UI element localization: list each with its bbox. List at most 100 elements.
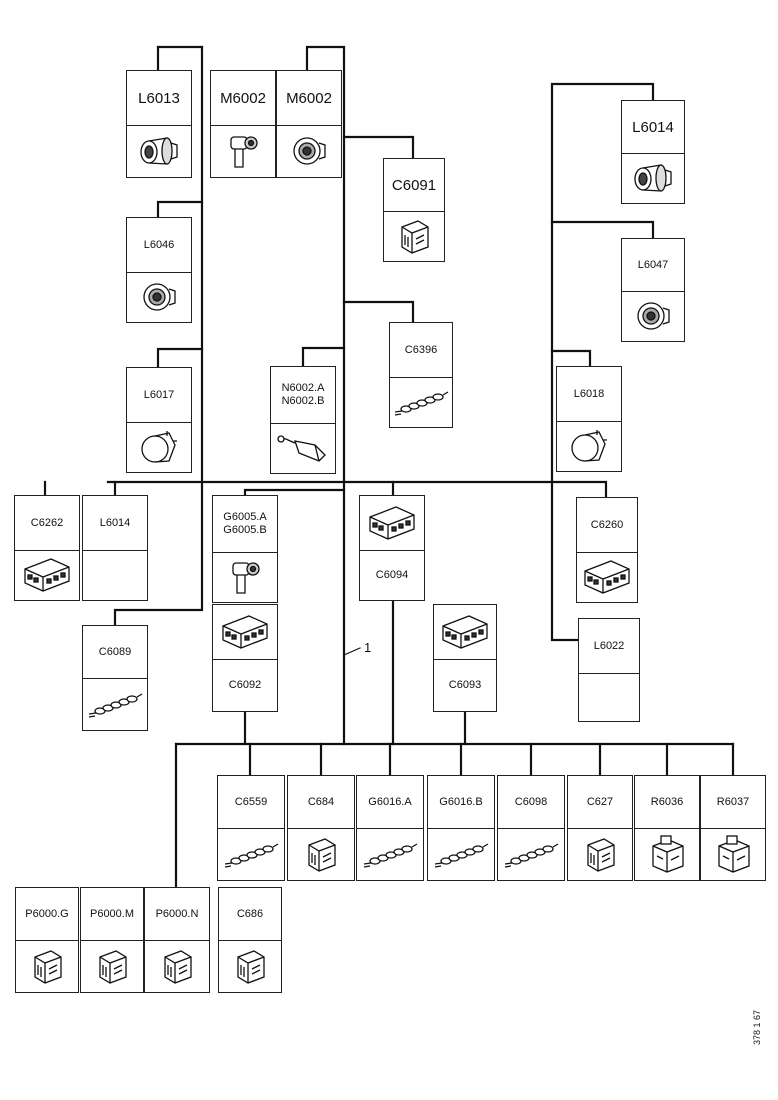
wire-l6018: [550, 349, 592, 368]
cell-divider: [81, 940, 143, 941]
round-plug-icon: [622, 291, 684, 341]
cell-divider: [557, 421, 621, 422]
component-label: L6013: [138, 89, 180, 107]
component-c6091: C6091: [383, 158, 445, 262]
wire-right-trunk: [550, 82, 655, 642]
component-l6014b: L6014: [82, 495, 148, 601]
cell-divider: [579, 673, 639, 674]
round-plug-icon: [127, 272, 191, 322]
cell-divider: [16, 940, 78, 941]
cell-divider: [83, 678, 147, 679]
component-l6014a: L6014: [621, 100, 685, 204]
component-label: L6014: [632, 118, 674, 136]
component-g6005: G6005.A G6005.B: [212, 495, 278, 603]
component-label: C6089: [98, 645, 132, 658]
component-label: L6017: [143, 388, 175, 401]
lamp-icon: [127, 422, 191, 472]
reference-leader: [343, 647, 361, 656]
component-c6559: C6559: [217, 775, 285, 881]
component-label: L6047: [637, 258, 669, 271]
component-l6047: L6047: [621, 238, 685, 342]
component-c684: C684: [287, 775, 355, 881]
component-label: C684: [307, 795, 335, 808]
block-connector-icon: [288, 828, 354, 880]
cell-divider: [390, 377, 452, 378]
cable-icon: [83, 678, 147, 730]
component-label: C6559: [234, 795, 268, 808]
document-id: 378 1 67: [752, 1009, 762, 1045]
component-label: G6016.A: [368, 795, 412, 808]
component-label: P6000.M: [89, 907, 135, 920]
component-label: C6098: [514, 795, 548, 808]
multi-connector-icon: [434, 605, 496, 659]
component-r6036: R6036: [634, 775, 700, 881]
component-label: L6022: [593, 639, 625, 652]
component-m6002b: M6002: [276, 70, 342, 178]
cell-divider: [213, 659, 277, 660]
cell-divider: [213, 552, 277, 553]
wire-c6260: [550, 480, 608, 499]
component-l6017: L6017: [126, 367, 192, 473]
cable-icon: [498, 828, 564, 880]
component-p6000n: P6000.N: [144, 887, 210, 993]
cell-divider: [127, 272, 191, 273]
round-connector-icon: [127, 125, 191, 177]
round-plug-icon: [277, 125, 341, 177]
cell-divider: [568, 828, 632, 829]
cell-divider: [277, 125, 341, 126]
wire-center-trunk: [305, 45, 346, 746]
component-label: C6091: [391, 176, 437, 194]
component-p6000m: P6000.M: [80, 887, 144, 993]
cell-divider: [498, 828, 564, 829]
wire-l6046: [156, 200, 204, 219]
component-label: C6396: [404, 343, 438, 356]
lamp-icon: [557, 421, 621, 471]
multi-connector-icon: [15, 550, 79, 600]
component-l6018: L6018: [556, 366, 622, 472]
component-c6098: C6098: [497, 775, 565, 881]
component-label: P6000.G: [25, 907, 69, 920]
multi-connector-icon: [577, 552, 637, 602]
component-r6037: R6037: [700, 775, 766, 881]
cable-icon: [428, 828, 494, 880]
block-connector-icon: [81, 940, 143, 992]
component-c6260: C6260: [576, 497, 638, 603]
component-l6022: L6022: [578, 618, 640, 722]
component-m6002a: M6002: [210, 70, 276, 178]
cable-icon: [357, 828, 423, 880]
component-label: C6093: [448, 678, 482, 691]
cell-divider: [271, 423, 335, 424]
wire-l6017: [156, 347, 204, 369]
cell-divider: [622, 291, 684, 292]
component-label: M6002: [220, 89, 266, 107]
cell-divider: [145, 940, 209, 941]
cell-divider: [635, 828, 699, 829]
wire-n6002: [301, 346, 346, 368]
component-label: P6000.N: [155, 907, 199, 920]
cable-icon: [218, 828, 284, 880]
multi-connector-icon: [360, 496, 424, 550]
component-p6000g: P6000.G: [15, 887, 79, 993]
relay-icon: [701, 828, 765, 880]
component-label: N6002.A N6002.B: [281, 382, 325, 407]
component-l6013: L6013: [126, 70, 192, 178]
cell-divider: [288, 828, 354, 829]
wire-c6091: [342, 135, 415, 160]
component-g6016b: G6016.B: [427, 775, 495, 881]
cell-divider: [701, 828, 765, 829]
block-connector-icon: [219, 940, 281, 992]
cell-divider: [211, 125, 275, 126]
cell-divider: [384, 211, 444, 212]
component-label: C686: [236, 907, 264, 920]
component-c6093: C6093: [433, 604, 497, 712]
cable-icon: [390, 377, 452, 427]
component-c6262: C6262: [14, 495, 80, 601]
component-label: R6037: [716, 795, 750, 808]
component-c6396: C6396: [389, 322, 453, 428]
cell-divider: [15, 550, 79, 551]
cell-divider: [127, 125, 191, 126]
component-label: C627: [586, 795, 614, 808]
component-label: C6094: [375, 568, 409, 581]
cell-divider: [428, 828, 494, 829]
